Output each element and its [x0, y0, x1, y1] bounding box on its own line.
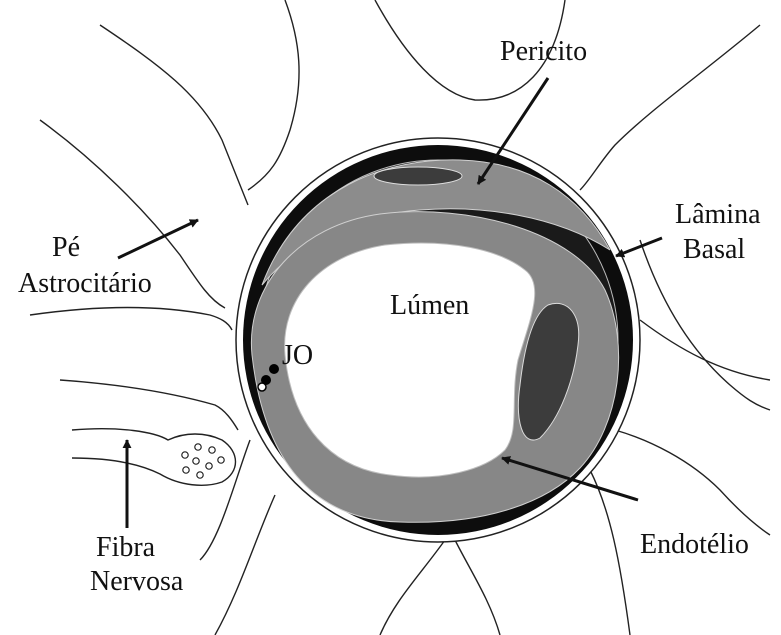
junction-dot	[269, 364, 279, 374]
label-pericito: Pericito	[500, 36, 587, 67]
nerve-fiber-outline	[72, 429, 236, 486]
vesicle	[206, 463, 212, 469]
astrocyte-process-left-lower	[60, 380, 238, 430]
arrow-pe-astrocitario	[118, 220, 198, 258]
astrocyte-process-right-low	[640, 320, 770, 380]
label-pe-astrocitario-line1: Pé	[52, 232, 80, 263]
astrocyte-process-right-mid	[640, 240, 770, 410]
vesicle	[209, 447, 215, 453]
label-fibra-nervosa-line2: Nervosa	[90, 566, 184, 597]
vesicle	[193, 458, 199, 464]
astrocyte-process-left-mid	[30, 308, 232, 331]
astrocyte-process-top	[248, 0, 299, 190]
astrocyte-process-upper-left	[100, 25, 248, 205]
vesicle	[182, 452, 188, 458]
label-lamina-basal-line2: Basal	[683, 234, 745, 265]
label-lumen: Lúmen	[390, 290, 469, 321]
astrocyte-process-bottom-left-a	[380, 540, 445, 635]
vesicle	[218, 457, 224, 463]
nerve-fiber	[72, 429, 236, 486]
label-fibra-nervosa-line1: Fibra	[96, 532, 156, 563]
vesicle	[197, 472, 203, 478]
arrow-lamina-basal	[616, 238, 662, 256]
label-endotelio: Endotélio	[640, 529, 749, 560]
pericyte-nucleus	[374, 167, 462, 185]
astrocyte-process-right-bottom	[615, 430, 770, 535]
label-pe-astrocitario-line2: Astrocitário	[18, 268, 152, 299]
label-lamina-basal-line1: Lâmina	[675, 199, 761, 230]
vesicle	[183, 467, 189, 473]
vesicle	[195, 444, 201, 450]
junction-dot	[258, 383, 266, 391]
astrocyte-process-right-top	[580, 25, 760, 190]
lumen	[285, 243, 535, 477]
label-jo: JO	[282, 340, 313, 371]
astrocyte-process-bottom-mid	[455, 540, 500, 635]
